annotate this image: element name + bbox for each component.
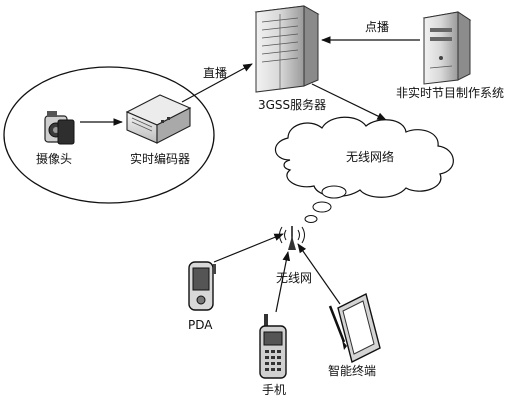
camera-label: 摄像头	[36, 152, 73, 166]
pda-icon	[188, 261, 216, 311]
cloud-bubble	[312, 201, 332, 213]
server-tower-icon	[254, 5, 320, 93]
cloud-icon	[274, 116, 454, 198]
mobile-phone-icon	[259, 314, 287, 379]
nonrealtime-system-label: 非实时节目制作系统	[396, 86, 505, 100]
cloud-bubble	[321, 185, 347, 199]
live-arrow	[181, 63, 253, 103]
pda-arrow	[213, 233, 284, 263]
server-label: 3GSS服务器	[258, 98, 327, 112]
phone-label: 手机	[262, 383, 287, 397]
pda-label: PDA	[188, 318, 213, 332]
vod-edge-label: 点播	[365, 20, 390, 34]
encoder-label: 实时编码器	[130, 152, 191, 166]
encoder-box-icon	[125, 94, 192, 144]
server-to-cloud-arrow	[311, 83, 387, 121]
tablet-icon	[328, 292, 381, 364]
tablet-arrow	[297, 243, 341, 305]
live-edge-label: 直播	[203, 66, 228, 80]
wireless-network-label: 无线网络	[346, 150, 395, 164]
phone-arrow	[275, 251, 291, 313]
capture-group-ellipse	[3, 66, 215, 204]
antenna-icon	[279, 226, 305, 250]
cloud-bubble	[304, 215, 318, 223]
smart-terminal-label: 智能终端	[328, 364, 377, 378]
server-tower-icon	[422, 11, 472, 85]
wireless-antenna-label: 无线网	[276, 271, 313, 285]
video-camera-icon	[44, 111, 75, 145]
